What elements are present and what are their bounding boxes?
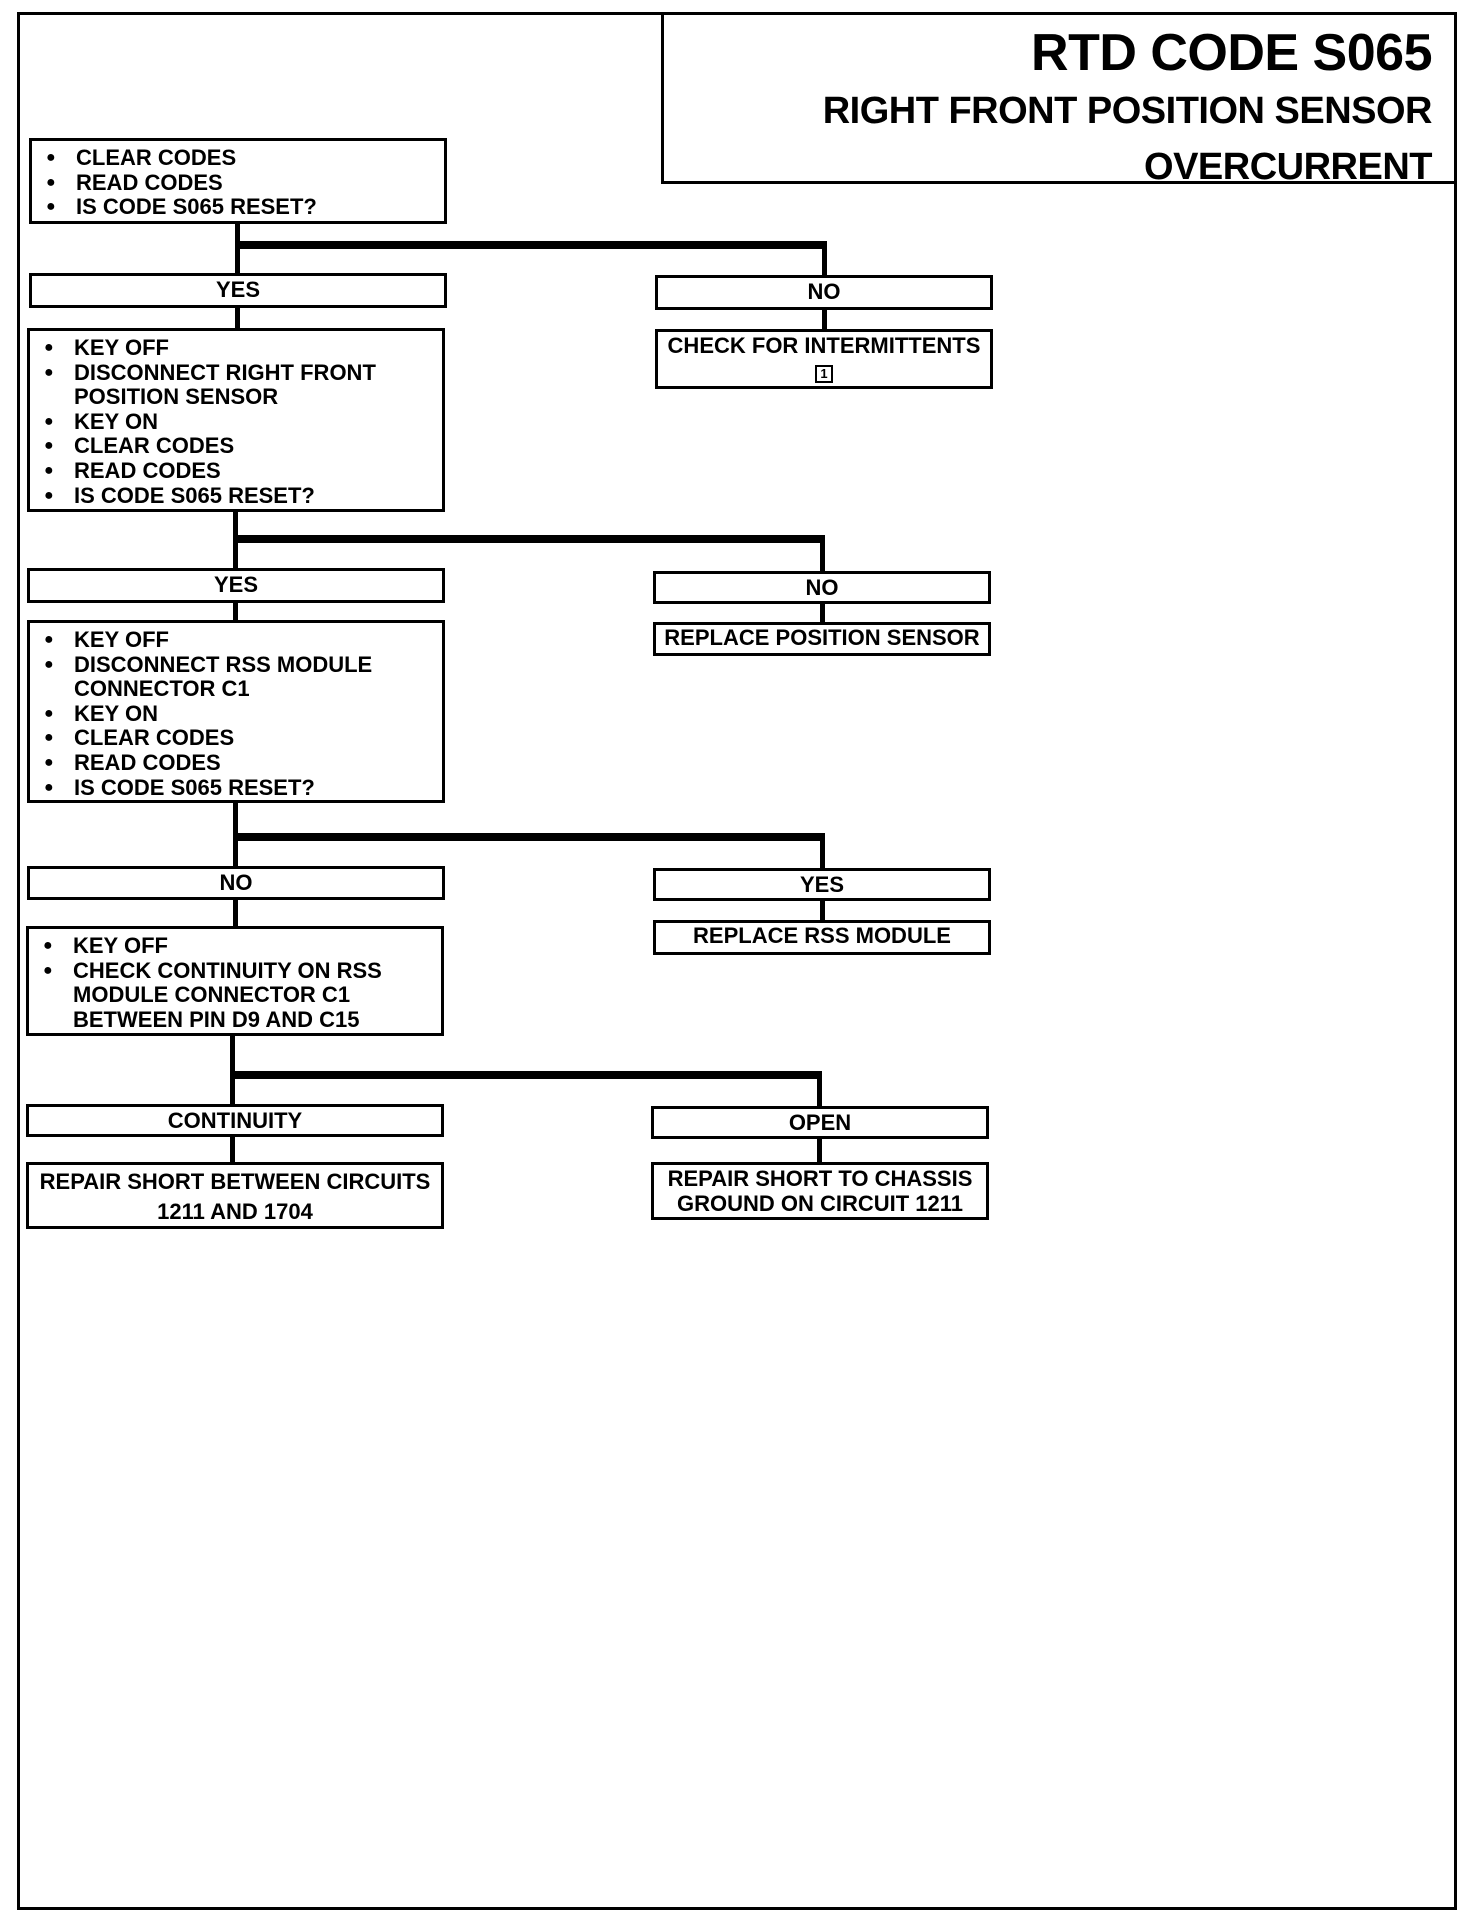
step-1-item: CLEAR CODES [46, 145, 438, 171]
connector-line [233, 898, 238, 928]
title-block: RTD CODE S065 RIGHT FRONT POSITION SENSO… [661, 12, 1457, 188]
connector-line [230, 1135, 235, 1164]
replace-module-box: REPLACE RSS MODULE [653, 920, 991, 955]
repair-ground-line: GROUND ON CIRCUIT 1211 [676, 1190, 964, 1216]
step-3-item: CLEAR CODES [44, 726, 436, 751]
replace-sensor-text: REPLACE POSITION SENSOR [664, 625, 980, 650]
connector-line [233, 535, 825, 543]
open-label: OPEN [651, 1106, 989, 1139]
replace-sensor-box: REPLACE POSITION SENSOR [653, 622, 991, 656]
connector-line [820, 833, 825, 869]
step-3-yes-label: YES [653, 868, 991, 901]
step-3-item: IS CODE S065 RESET? [44, 775, 436, 801]
step-2-no-label: NO [653, 571, 991, 604]
connector-line [230, 1071, 822, 1079]
step-2-item: KEY OFF [44, 335, 436, 361]
repair-ground-box: REPAIR SHORT TO CHASSIS GROUND ON CIRCUI… [651, 1162, 989, 1220]
step-2-item: CLEAR CODES [44, 434, 436, 459]
connector-line [822, 241, 827, 276]
step-1-yes-label: YES [29, 273, 447, 308]
connector-line [820, 602, 825, 624]
step-4-item-continued: BETWEEN PIN D9 AND C15 [73, 1006, 360, 1032]
step-3-item: DISCONNECT RSS MODULE [44, 652, 436, 678]
step-4-item: KEY OFF [43, 933, 435, 959]
title-subtitle-1: RIGHT FRONT POSITION SENSOR [822, 90, 1433, 132]
connector-line [235, 306, 240, 330]
repair-circuits-line: REPAIR SHORT BETWEEN CIRCUITS [39, 1169, 431, 1194]
intermittents-box: CHECK FOR INTERMITTENTS 1 [655, 329, 993, 389]
step-2-item: DISCONNECT RIGHT FRONT [44, 360, 436, 386]
connector-line [230, 1034, 235, 1105]
repair-circuits-line: 1211 AND 1704 [157, 1199, 313, 1224]
continuity-label: CONTINUITY [26, 1104, 444, 1137]
step-2-item: IS CODE S065 RESET? [44, 483, 436, 509]
step-2-item: READ CODES [44, 458, 436, 484]
repair-circuits-box: REPAIR SHORT BETWEEN CIRCUITS 1211 AND 1… [26, 1162, 444, 1229]
step-3-item: KEY ON [44, 701, 436, 727]
step-4-box: KEY OFF CHECK CONTINUITY ON RSS MODULE C… [26, 926, 444, 1036]
step-4-item: CHECK CONTINUITY ON RSS [43, 958, 435, 984]
step-2-item: KEY ON [44, 409, 436, 435]
step-1-no-label: NO [655, 275, 993, 310]
connector-line [820, 535, 825, 572]
connector-line [817, 1137, 822, 1164]
step-3-item: READ CODES [44, 750, 436, 776]
reference-note: 1 [815, 364, 833, 383]
step-4-item-continued: MODULE CONNECTOR C1 [73, 982, 351, 1008]
step-2-box: KEY OFF DISCONNECT RIGHT FRONT POSITION … [27, 328, 445, 512]
step-3-item: KEY OFF [44, 627, 436, 653]
replace-module-text: REPLACE RSS MODULE [693, 923, 951, 948]
connector-line [235, 241, 827, 249]
connector-line [233, 833, 825, 841]
step-3-item-continued: CONNECTOR C1 [74, 676, 250, 702]
connector-line [820, 899, 825, 923]
step-2-yes-label: YES [27, 568, 445, 603]
step-3-box: KEY OFF DISCONNECT RSS MODULE CONNECTOR … [27, 620, 445, 803]
repair-ground-line: REPAIR SHORT TO CHASSIS [667, 1166, 973, 1191]
step-1-item: IS CODE S065 RESET? [46, 195, 438, 220]
step-1-item: READ CODES [46, 170, 438, 196]
step-1-box: CLEAR CODES READ CODES IS CODE S065 RESE… [29, 138, 447, 224]
step-3-no-label: NO [27, 866, 445, 900]
intermittents-text: CHECK FOR INTERMITTENTS [667, 333, 981, 358]
connector-line [822, 308, 827, 332]
page-title: RTD CODE S065 [1031, 24, 1432, 82]
step-2-item-continued: POSITION SENSOR [74, 384, 279, 410]
connector-line [233, 601, 238, 625]
connector-line [817, 1071, 822, 1107]
title-subtitle-2: OVERCURRENT [1144, 146, 1432, 188]
